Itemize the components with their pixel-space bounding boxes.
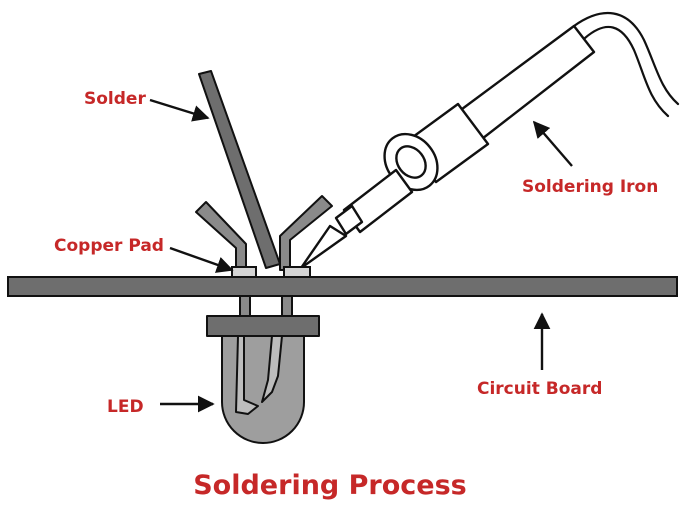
iron-cable — [572, 11, 680, 118]
label-soldering-iron: Soldering Iron — [522, 177, 658, 197]
copper-pad-right — [283, 266, 311, 278]
label-circuit-board: Circuit Board — [477, 379, 602, 399]
label-led: LED — [107, 397, 144, 417]
solder-arrow — [149, 98, 210, 122]
label-solder: Solder — [84, 89, 146, 109]
led — [206, 295, 320, 444]
led-post — [261, 335, 283, 403]
diagram-title: Soldering Process — [193, 470, 467, 501]
arrows — [149, 98, 573, 413]
copper-pad-left — [231, 266, 257, 278]
soldering-iron — [299, 24, 596, 270]
led-rim — [206, 315, 320, 337]
copper-pad-arrow — [169, 246, 234, 273]
led-body — [221, 335, 305, 444]
led-lead-right-bottom — [281, 295, 293, 317]
soldering-iron-arrow — [532, 120, 573, 167]
led-anvil — [235, 335, 259, 415]
circuit-board — [7, 276, 678, 297]
solder-wire — [198, 70, 281, 269]
label-copper-pad: Copper Pad — [54, 236, 164, 256]
led-lead-left-bottom — [239, 295, 251, 317]
